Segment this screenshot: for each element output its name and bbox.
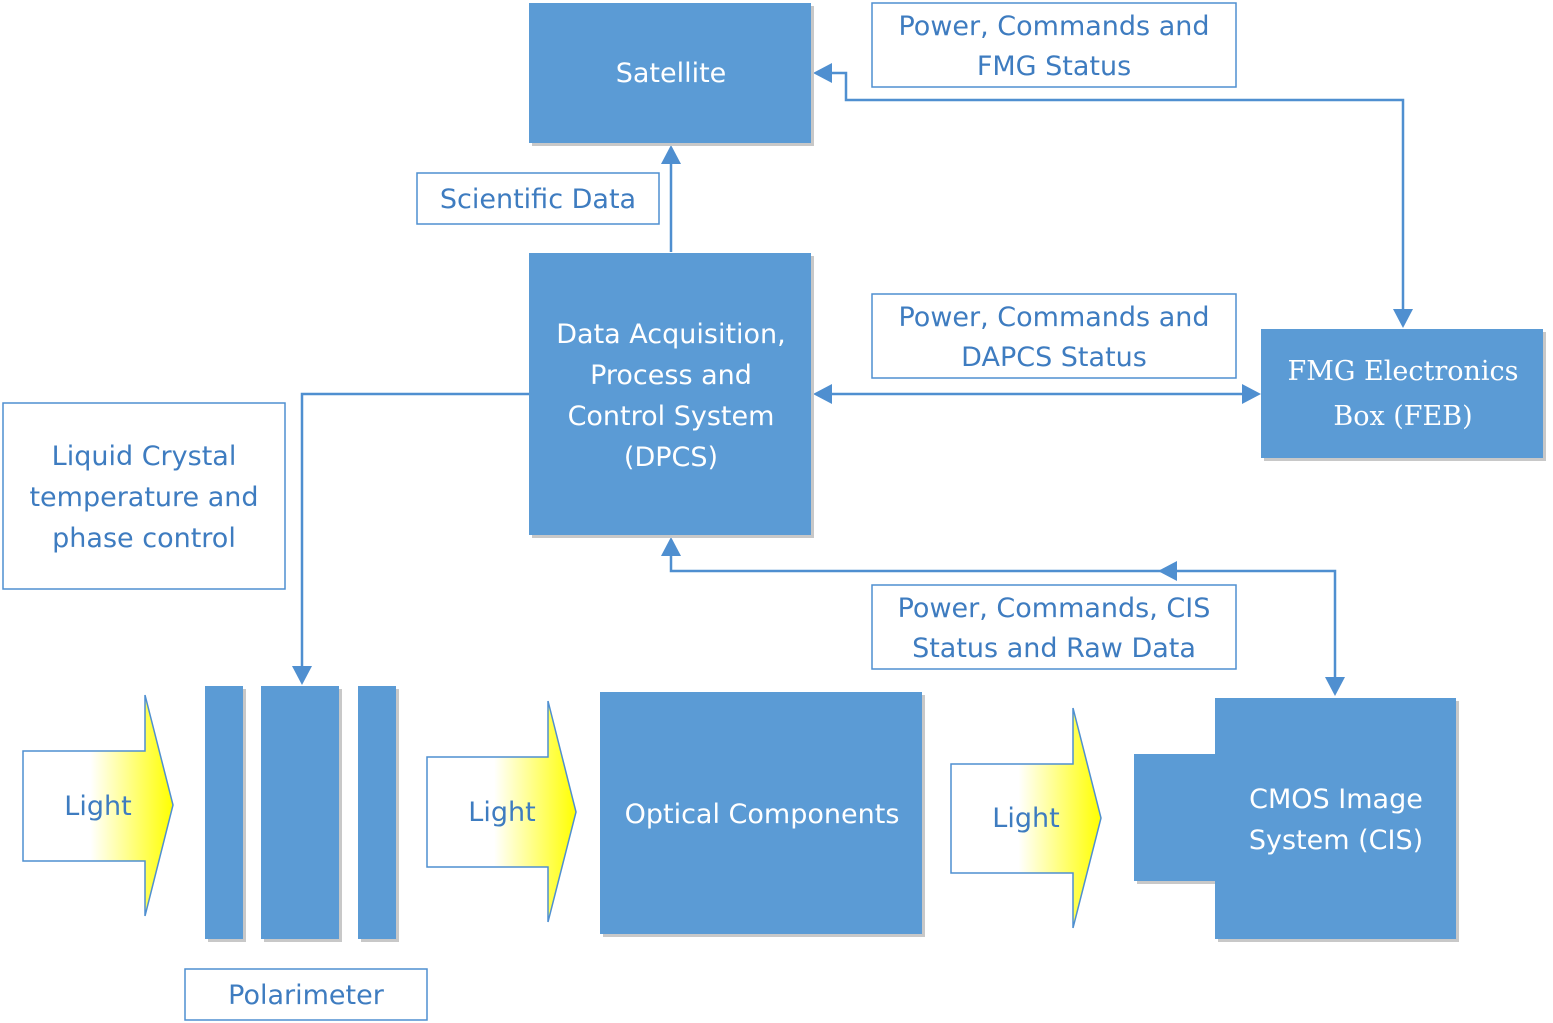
dpcs-label-line-2: Process and <box>590 360 752 391</box>
cis-line-mid-arrowhead <box>1158 561 1177 581</box>
satellite-block <box>529 3 811 143</box>
optical-components-block <box>600 692 922 934</box>
feb-down-arrowhead <box>1393 309 1413 328</box>
scientific-data-label: Scientific Data <box>440 184 636 215</box>
cis-link-label-box <box>871 584 1237 670</box>
cmos-label-line-2: System (CIS) <box>1249 825 1423 856</box>
liquid-crystal-label-line-2: temperature and <box>29 482 258 513</box>
feb-block <box>1261 329 1543 458</box>
light-arrow-1 <box>22 694 174 917</box>
dpcs-cis-line <box>669 553 1337 680</box>
satellite-label: Satellite <box>616 58 727 89</box>
dpcs-label-line-3: Control System <box>568 401 775 432</box>
satellite-link-label-line-1: Power, Commands and <box>898 11 1209 42</box>
dpcs-bottom-arrowhead <box>661 537 681 556</box>
cmos-label-line-1: CMOS Image <box>1249 784 1423 815</box>
polarimeter-plate-1 <box>205 686 243 939</box>
dpcs-label-line-1: Data Acquisition, <box>556 319 786 350</box>
polarimeter-down-arrowhead <box>292 666 312 685</box>
feb-label-line-1: FMG Electronics <box>1288 356 1519 387</box>
satellite-feb-line <box>828 71 1405 312</box>
feb-label-line-2: Box (FEB) <box>1333 401 1472 432</box>
optical-components-label: Optical Components <box>625 799 900 830</box>
light-arrow-3 <box>950 707 1102 929</box>
cmos-lens-block <box>1134 754 1216 881</box>
feb-link-label-line-1: Power, Commands and <box>898 302 1209 333</box>
light-arrow-1-label: Light <box>64 791 131 822</box>
liquid-crystal-label-line-1: Liquid Crystal <box>52 441 237 472</box>
light-arrow-3-label: Light <box>992 803 1059 834</box>
dpcs-polarimeter-line <box>300 392 529 668</box>
polarimeter-label: Polarimeter <box>228 980 385 1011</box>
light-arrow-2-label: Light <box>468 797 535 828</box>
feb-link-label-line-2: DAPCS Status <box>961 342 1147 373</box>
polarimeter-label-box <box>184 968 428 1021</box>
cis-link-label-line-1: Power, Commands, CIS <box>898 593 1211 624</box>
liquid-crystal-label-line-3: phase control <box>52 523 236 554</box>
cmos-block <box>1215 698 1456 939</box>
polarimeter-plate-3 <box>358 686 396 939</box>
satellite-up-arrowhead <box>661 145 681 164</box>
satellite-link-label-line-2: FMG Status <box>977 51 1131 82</box>
cis-link-label-line-2: Status and Raw Data <box>912 633 1196 664</box>
satellite-link-label-box <box>871 2 1237 88</box>
polarimeter-plate-2 <box>261 686 339 939</box>
satellite-left-arrowhead <box>813 63 832 83</box>
dpcs-label-line-4: (DPCS) <box>624 442 718 473</box>
dpcs-block <box>529 253 811 535</box>
liquid-crystal-label-box <box>2 402 286 590</box>
cis-down-arrowhead <box>1325 677 1345 696</box>
feb-link-label-box <box>871 293 1237 379</box>
light-arrow-2 <box>426 700 577 923</box>
scientific-data-label-box <box>416 172 660 225</box>
feb-left-side-arrowhead <box>1242 384 1261 404</box>
dpcs-right-side-arrowhead <box>813 384 832 404</box>
